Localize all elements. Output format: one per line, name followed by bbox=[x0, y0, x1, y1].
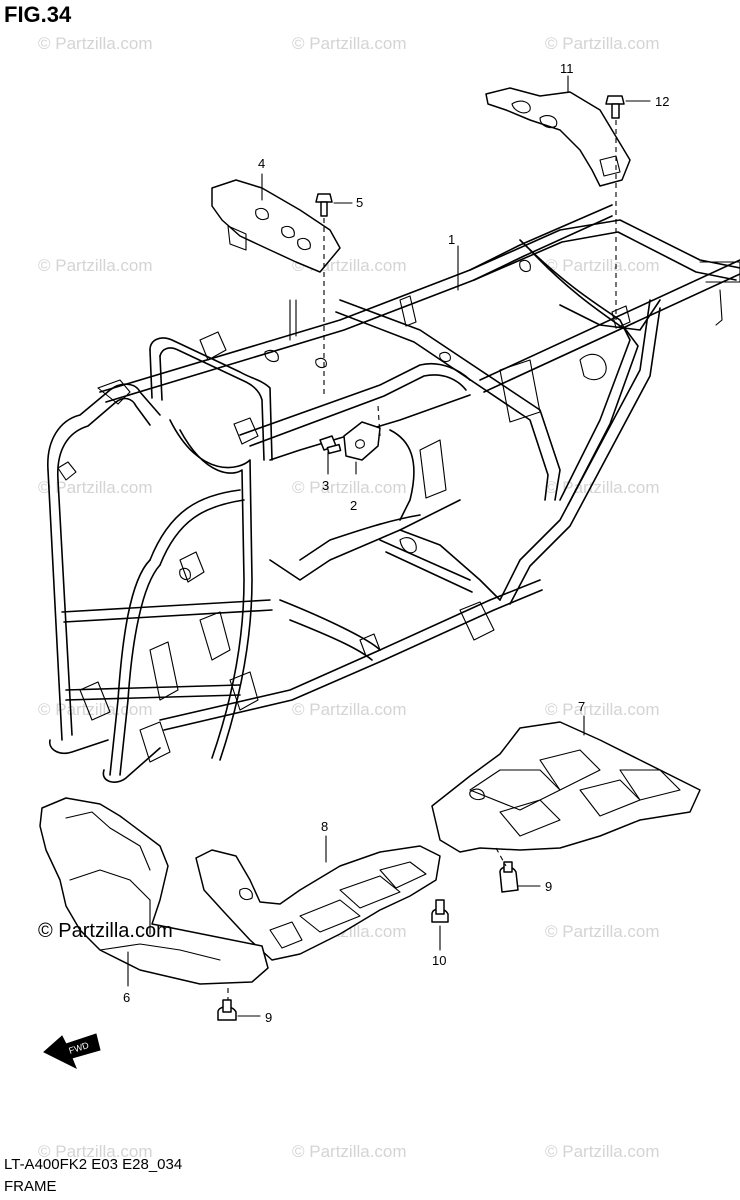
watermark: © Partzilla.com bbox=[545, 700, 660, 719]
part-12-bolt bbox=[605, 95, 651, 320]
part-1-frame bbox=[47, 204, 740, 783]
watermark: © Partzilla.com bbox=[545, 34, 660, 53]
callout-1: 1 bbox=[448, 232, 456, 247]
watermark: © Partzilla.com bbox=[292, 1142, 407, 1161]
part-2-plate bbox=[343, 405, 381, 475]
callout-7: 7 bbox=[578, 699, 586, 714]
watermark: © Partzilla.com bbox=[292, 700, 407, 719]
watermark: © Partzilla.com bbox=[545, 1142, 660, 1161]
part-4-bracket bbox=[211, 173, 341, 273]
callout-10: 10 bbox=[432, 953, 447, 968]
part-6-front-guard bbox=[39, 797, 269, 987]
callout-9-rear: 9 bbox=[545, 879, 553, 894]
part-9-bolt-front bbox=[217, 988, 261, 1021]
part-5-bolt bbox=[315, 193, 353, 395]
watermark: © Partzilla.com bbox=[545, 478, 660, 497]
section-name: FRAME bbox=[4, 1178, 57, 1195]
part-9-bolt-rear bbox=[495, 847, 541, 893]
model-code: LT-A400FK2 E03 E28_034 bbox=[4, 1156, 183, 1173]
callout-5: 5 bbox=[356, 195, 364, 210]
watermark: © Partzilla.com bbox=[38, 1142, 153, 1161]
part-10-bolt bbox=[431, 899, 449, 951]
callout-3: 3 bbox=[322, 478, 330, 493]
part-3-bolt bbox=[319, 435, 342, 475]
callout-12: 12 bbox=[655, 94, 670, 109]
watermark: © Partzilla.com bbox=[545, 922, 660, 941]
callout-11: 11 bbox=[560, 61, 574, 76]
watermark: © Partzilla.com bbox=[292, 34, 407, 53]
figure-title: FIG.34 bbox=[4, 2, 72, 27]
watermark: © Partzilla.com bbox=[38, 256, 153, 275]
fwd-arrow-icon: FWD bbox=[43, 1033, 101, 1070]
part-11-rear-bracket bbox=[485, 75, 631, 187]
callout-9-front: 9 bbox=[265, 1010, 273, 1025]
watermark: © Partzilla.com bbox=[38, 700, 153, 719]
watermark: © Partzilla.com bbox=[38, 478, 153, 497]
watermark: © Partzilla.com bbox=[545, 256, 660, 275]
brand-watermark: © Partzilla.com bbox=[38, 920, 173, 942]
part-7-skid-plate bbox=[431, 715, 701, 853]
watermark: © Partzilla.com bbox=[292, 478, 407, 497]
callout-6: 6 bbox=[123, 990, 131, 1005]
callout-8: 8 bbox=[321, 819, 329, 834]
callout-2: 2 bbox=[350, 498, 358, 513]
watermark: © Partzilla.com bbox=[38, 34, 153, 53]
callout-4: 4 bbox=[258, 156, 266, 171]
